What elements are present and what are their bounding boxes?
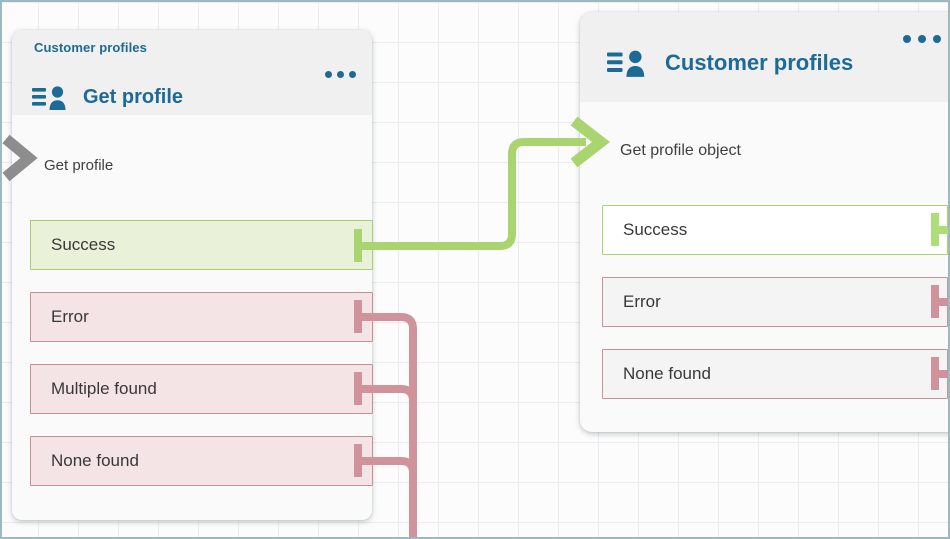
flow-block-customer-profiles[interactable]: Customer profiles Get profile object Suc… (580, 12, 948, 432)
block-menu-button[interactable] (903, 35, 941, 43)
block-action-label: Get profile (44, 157, 114, 174)
output-row-success[interactable]: Success (602, 205, 948, 255)
block-category-label: Customer profiles (34, 40, 147, 55)
block-header: Customer profiles Get profile (12, 30, 372, 115)
output-row-none-found[interactable]: None found (602, 349, 948, 399)
connection-success-line[interactable] (358, 138, 586, 250)
block-title: Get profile (83, 86, 184, 108)
block-header: Customer profiles (580, 12, 948, 102)
output-row-multiple-found[interactable]: Multiple found (30, 364, 373, 414)
output-row-success[interactable]: Success (30, 220, 373, 270)
block-menu-button[interactable] (325, 71, 356, 78)
flow-block-get-profile[interactable]: Customer profiles Get profile Get profil… (12, 30, 373, 520)
customer-profiles-icon (607, 50, 645, 77)
output-row-error[interactable]: Error (30, 292, 373, 342)
output-row-none-found[interactable]: None found (30, 436, 373, 486)
block-title: Customer profiles (665, 50, 854, 75)
customer-profiles-icon (32, 86, 66, 110)
block-action-label: Get profile object (620, 142, 741, 159)
output-row-error[interactable]: Error (602, 277, 948, 327)
